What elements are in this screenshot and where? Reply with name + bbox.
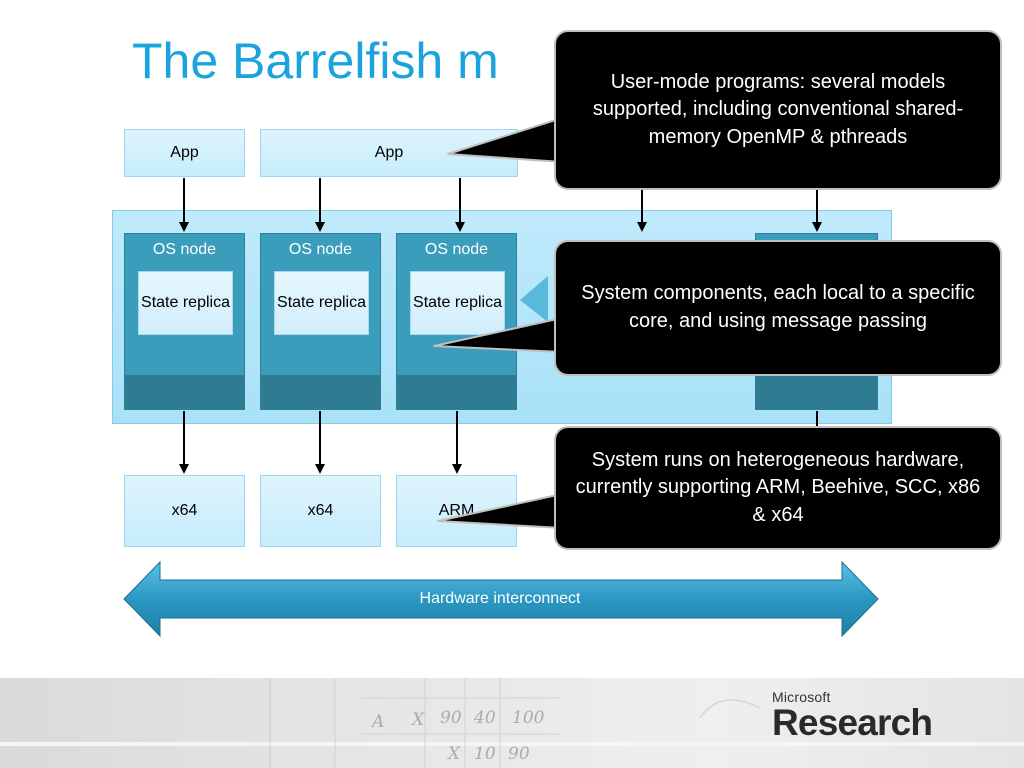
hardware-box-2: x64 [260,475,381,547]
footer-decoration [269,678,761,768]
hardware-interconnect-arrow [123,560,879,638]
message-arrow-head [520,276,548,322]
callout-pointer-1 [447,117,563,163]
footer-scribble: 90 [508,744,530,764]
os-node-label: OS node [288,241,353,258]
callout-heterogeneous-hardware: System runs on heterogeneous hardware, c… [554,426,1002,550]
footer-scribble: X [412,710,425,730]
state-replica: State replica [410,271,505,335]
footer-scribble: X [448,744,461,764]
os-node-1: OS node State replica [124,233,245,410]
hardware-box-1: x64 [124,475,245,547]
os-node-label: OS node [152,241,217,258]
state-replica: State replica [138,271,233,335]
microsoft-research-logo: Microsoft Research [772,689,933,743]
state-replica: State replica [274,271,369,335]
os-node-label: OS node [424,241,489,258]
logo-division: Research [772,702,933,743]
callout-pointer-2 [433,317,563,353]
callout-system-components: System components, each local to a speci… [554,240,1002,376]
footer-scribble: 100 [512,708,545,728]
callout-pointer-3 [437,493,563,529]
os-node-3: OS node State replica [396,233,517,410]
slide-title: The Barrelfish m [132,33,499,89]
hardware-interconnect-label: Hardware interconnect [419,590,581,607]
footer-scribble: A [372,712,385,732]
app-box-1: App [124,129,245,177]
footer-banner: A X 90 40 100 X 10 90 [0,678,1024,768]
footer-scribble: 40 [474,708,496,728]
footer-scribble: 10 [474,744,496,764]
logo-company: Microsoft [772,689,831,705]
callout-user-mode: User-mode programs: several models suppo… [554,30,1002,190]
footer-scribble: 90 [440,708,462,728]
os-node-2: OS node State replica [260,233,381,410]
